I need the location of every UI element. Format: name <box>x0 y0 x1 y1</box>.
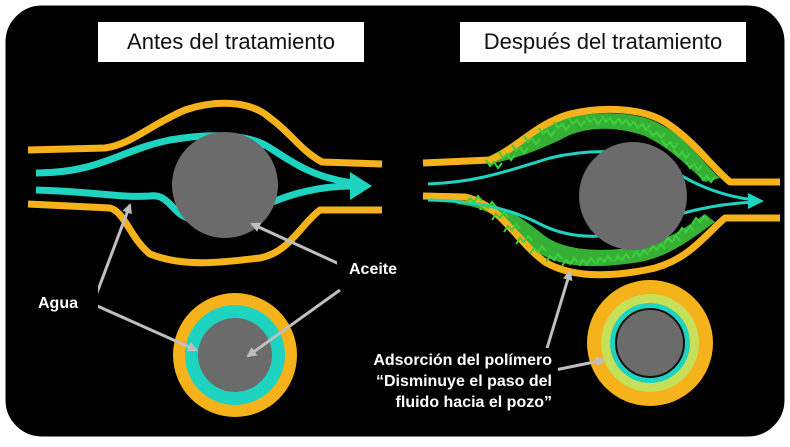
polymer-strand <box>561 256 579 267</box>
polymer-arrow-to-ring <box>554 356 606 372</box>
water-arrow-to-flow <box>93 203 132 299</box>
polymer-strand <box>648 242 666 253</box>
before-flow-arrowhead <box>350 172 372 200</box>
after-lower-wall <box>422 192 780 279</box>
polymer-strand <box>568 117 586 128</box>
polymer-strand <box>553 121 571 132</box>
polymer-strand <box>529 244 547 255</box>
polymer-strand <box>515 234 533 245</box>
oil-label: Aceite <box>337 255 482 285</box>
polymer-adsorption-line-2: “Disminuye el paso del <box>375 373 552 390</box>
before-section-oil-core <box>198 318 272 392</box>
polymer-strand <box>523 135 541 146</box>
polymer-strand <box>545 252 563 263</box>
before-water-lower-flow <box>35 182 353 226</box>
water-arrow-to-ring <box>94 303 198 352</box>
after-section-oil-core <box>615 308 685 378</box>
polymer-strand <box>633 121 651 132</box>
pointer-arrows <box>93 203 606 372</box>
water-label: Agua <box>18 285 98 323</box>
polymer-strand <box>498 151 516 162</box>
polymer-strand <box>479 200 497 211</box>
after-upper-wall <box>422 105 780 186</box>
before-treatment-title: Antes del tratamiento <box>98 22 364 62</box>
polymer-strand <box>578 256 596 267</box>
polymer-strand <box>503 222 521 233</box>
frame-border <box>2 2 788 440</box>
polymer-arrow-to-layer <box>543 270 573 356</box>
polymer-strand <box>648 129 666 140</box>
polymer-adsorption-line-3: fluido hacia el pozo” <box>395 394 552 411</box>
polymer-strand <box>677 224 695 235</box>
polymer-strand <box>663 234 681 245</box>
after-treatment-title: Después del tratamiento <box>460 22 746 62</box>
polymer-strand <box>691 214 709 225</box>
before-upper-wall <box>27 99 383 168</box>
polymer-strand <box>673 149 691 160</box>
polymer-strand <box>617 117 635 128</box>
oil-arrow-to-grain <box>250 222 349 270</box>
before-oil-grain <box>172 132 278 238</box>
polymer-strand <box>491 210 509 221</box>
polymer-strand <box>685 161 703 172</box>
polymer-adsorption-label: Adsorción del polímero “Disminuye el pas… <box>336 348 558 415</box>
before-pore-diagram <box>27 99 383 417</box>
after-flow-arrowhead <box>748 193 764 209</box>
polymer-strand <box>485 159 503 170</box>
polymer-strand <box>661 139 679 150</box>
polymer-strand <box>631 248 649 259</box>
oil-arrow-to-core <box>246 288 341 358</box>
before-lower-wall <box>27 200 382 267</box>
polymer-strand <box>698 173 716 184</box>
after-polymer-upper <box>485 113 720 182</box>
polymer-adsorption-line-1: Adsorción del polímero <box>373 352 552 369</box>
polymer-strand <box>465 194 483 205</box>
polymer-strand <box>613 252 631 263</box>
polymer-strand <box>585 115 603 126</box>
after-pore-diagram <box>422 105 780 406</box>
after-oil-grain <box>579 142 687 250</box>
polymer-strand <box>511 144 529 155</box>
polymer-strand <box>538 127 556 138</box>
polymer-fringe <box>465 115 716 267</box>
polymer-strand <box>601 115 619 126</box>
polymer-strand <box>595 254 613 265</box>
